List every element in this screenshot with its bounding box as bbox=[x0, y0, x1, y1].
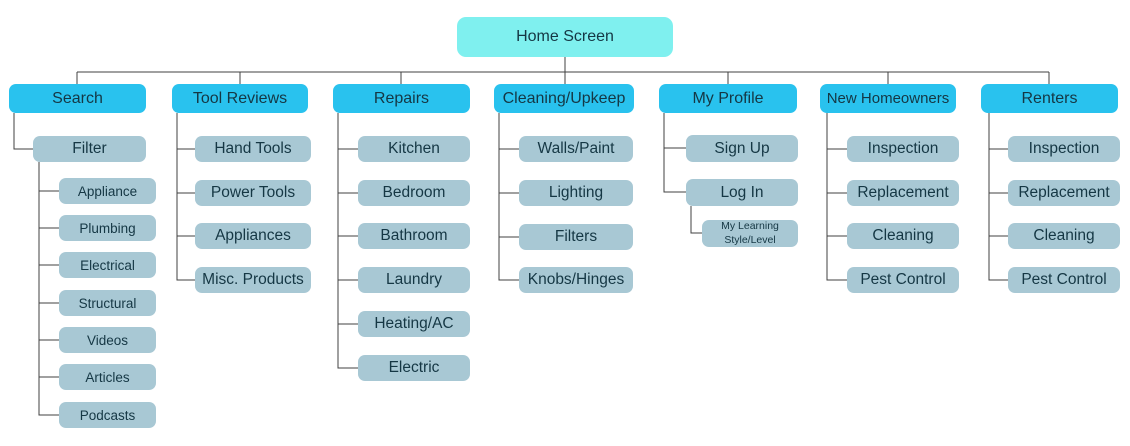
connector-cleaning-upkeep bbox=[498, 113, 519, 281]
node-structural[interactable]: Structural bbox=[59, 290, 156, 316]
connector-new-homeowners bbox=[826, 113, 847, 281]
node-heating-ac[interactable]: Heating/AC bbox=[358, 311, 470, 337]
node-pest-control-new-homeowners[interactable]: Pest Control bbox=[847, 267, 959, 293]
node-podcasts[interactable]: Podcasts bbox=[59, 402, 156, 428]
node-inspection-new-homeowners[interactable]: Inspection bbox=[847, 136, 959, 162]
node-laundry[interactable]: Laundry bbox=[358, 267, 470, 293]
node-renters[interactable]: Renters bbox=[981, 84, 1118, 113]
node-appliances[interactable]: Appliances bbox=[195, 223, 311, 249]
node-plumbing[interactable]: Plumbing bbox=[59, 215, 156, 241]
node-replacement-new-homeowners[interactable]: Replacement bbox=[847, 180, 959, 206]
node-electric[interactable]: Electric bbox=[358, 355, 470, 381]
connector-root bbox=[76, 57, 1050, 84]
node-home-screen[interactable]: Home Screen bbox=[457, 17, 673, 57]
node-articles[interactable]: Articles bbox=[59, 364, 156, 390]
node-misc-products[interactable]: Misc. Products bbox=[195, 267, 311, 293]
connector-my-profile bbox=[663, 113, 702, 234]
connector-renters bbox=[988, 113, 1008, 281]
node-cleaning-new-homeowners[interactable]: Cleaning bbox=[847, 223, 959, 249]
node-replacement-renters[interactable]: Replacement bbox=[1008, 180, 1120, 206]
node-my-learning-style-level[interactable]: My Learning Style/Level bbox=[702, 220, 798, 247]
node-electrical[interactable]: Electrical bbox=[59, 252, 156, 278]
connector-tool-reviews bbox=[176, 113, 195, 281]
node-videos[interactable]: Videos bbox=[59, 327, 156, 353]
node-bathroom[interactable]: Bathroom bbox=[358, 223, 470, 249]
node-repairs[interactable]: Repairs bbox=[333, 84, 470, 113]
node-inspection-renters[interactable]: Inspection bbox=[1008, 136, 1120, 162]
node-pest-control-renters[interactable]: Pest Control bbox=[1008, 267, 1120, 293]
node-knobs-hinges[interactable]: Knobs/Hinges bbox=[519, 267, 633, 293]
node-filters[interactable]: Filters bbox=[519, 224, 633, 250]
node-cleaning-renters[interactable]: Cleaning bbox=[1008, 223, 1120, 249]
node-kitchen[interactable]: Kitchen bbox=[358, 136, 470, 162]
node-power-tools[interactable]: Power Tools bbox=[195, 180, 311, 206]
node-bedroom[interactable]: Bedroom bbox=[358, 180, 470, 206]
node-lighting[interactable]: Lighting bbox=[519, 180, 633, 206]
node-appliance[interactable]: Appliance bbox=[59, 178, 156, 204]
node-filter[interactable]: Filter bbox=[33, 136, 146, 162]
node-sign-up[interactable]: Sign Up bbox=[686, 135, 798, 162]
node-cleaning-upkeep[interactable]: Cleaning/Upkeep bbox=[494, 84, 634, 113]
connector-repairs bbox=[337, 113, 358, 369]
node-hand-tools[interactable]: Hand Tools bbox=[195, 136, 311, 162]
node-walls-paint[interactable]: Walls/Paint bbox=[519, 136, 633, 162]
node-log-in[interactable]: Log In bbox=[686, 179, 798, 206]
node-search[interactable]: Search bbox=[9, 84, 146, 113]
node-my-profile[interactable]: My Profile bbox=[659, 84, 797, 113]
node-new-homeowners[interactable]: New Homeowners bbox=[820, 84, 956, 113]
node-tool-reviews[interactable]: Tool Reviews bbox=[172, 84, 308, 113]
